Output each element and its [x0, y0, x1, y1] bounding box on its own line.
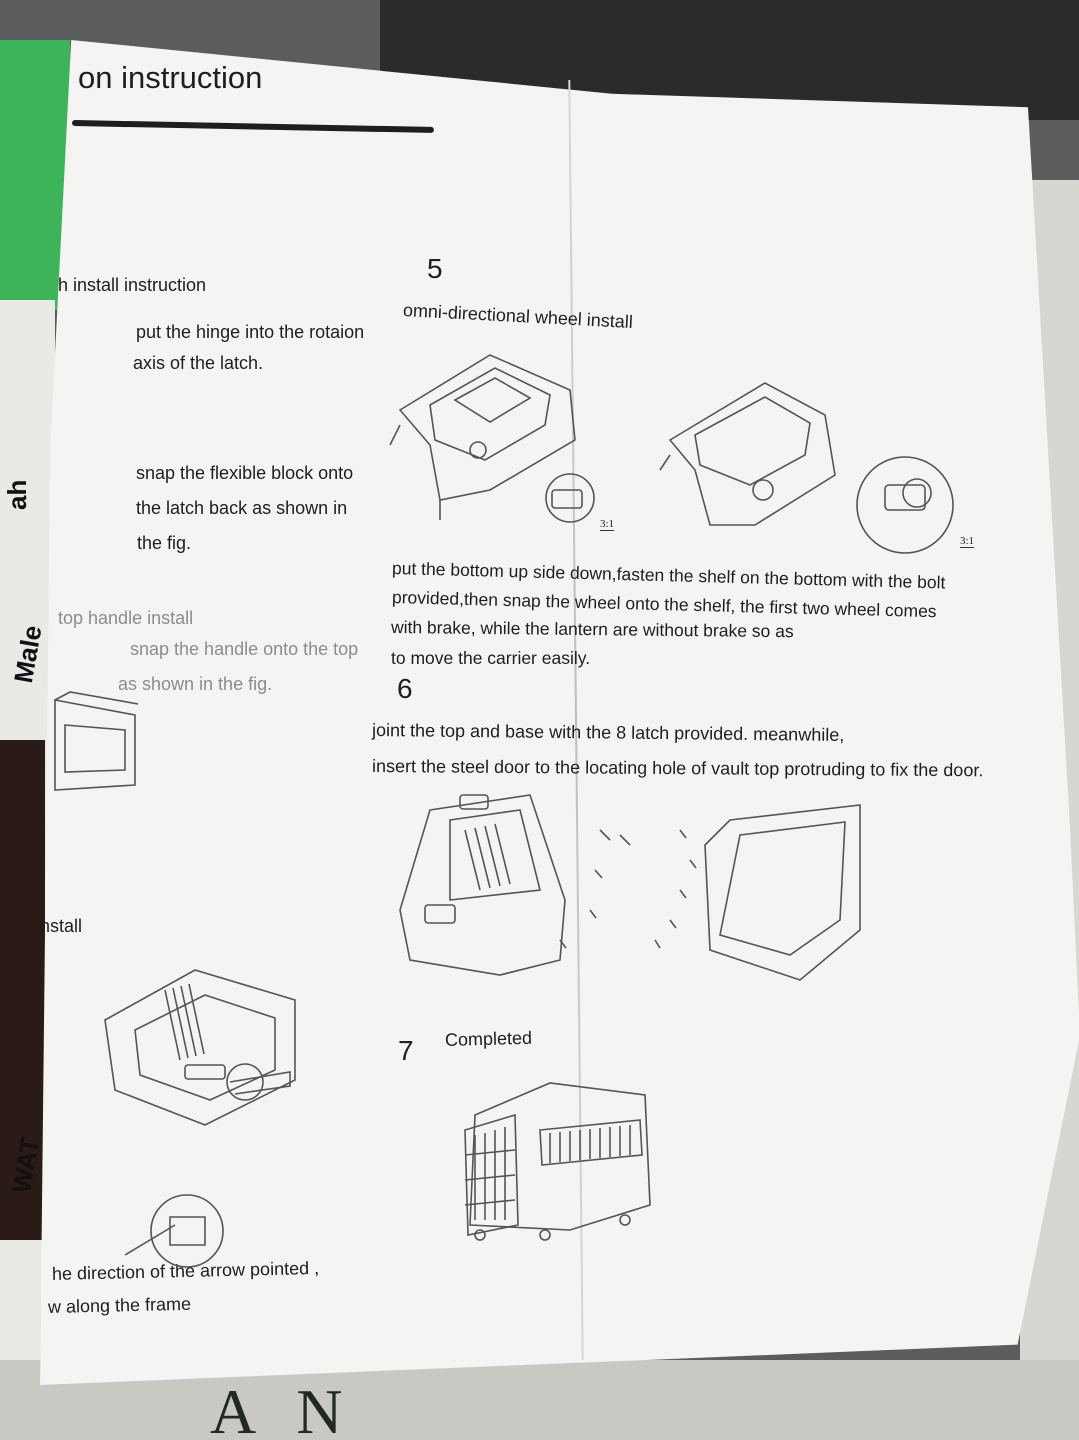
- green-packaging: [0, 40, 70, 310]
- latch-step2-line2: the latch back as shown in: [136, 498, 348, 518]
- latch-step1-line1: put the hinge into the rotaion: [136, 322, 365, 342]
- handle-line2: as shown in the fig.: [118, 674, 273, 694]
- latch-step2-line3: the fig.: [137, 533, 192, 553]
- handle-section-heading: top handle install: [58, 608, 194, 628]
- side-label-ah: ah: [2, 479, 32, 510]
- step6-line2: insert the steel door to the locating ho…: [371, 756, 984, 781]
- step5-para-line4: to move the carrier easily.: [391, 648, 591, 668]
- step6-number: 6: [397, 673, 413, 704]
- handle-line1: snap the handle onto the top: [130, 639, 359, 659]
- completed-carrier-illustration: [464, 1082, 651, 1241]
- latch-step2-line1: snap the flexible block onto: [136, 463, 354, 483]
- handle-box-illustration: [54, 691, 139, 791]
- arrow-note-line2: w along the frame: [47, 1293, 192, 1317]
- hand-shadow: [0, 740, 45, 1240]
- arrow-detail-circle: [124, 1194, 224, 1268]
- latch-section-heading: h install instruction: [58, 275, 207, 295]
- top-and-base-illustration: [399, 794, 861, 981]
- bottom-print: AN: [210, 1376, 383, 1440]
- step5-number: 5: [427, 253, 443, 284]
- install-section-heading: nstall: [40, 916, 83, 936]
- wheel-install-illustration-2: [659, 382, 954, 554]
- latch-step1-line2: axis of the latch.: [133, 353, 264, 373]
- step7-number: 7: [398, 1035, 414, 1066]
- step7-label: Completed: [444, 1027, 533, 1050]
- wheel-install-illustration-1: [389, 354, 595, 523]
- scale-label-1: 3:1: [600, 518, 615, 531]
- sheet-title: on instruction: [78, 60, 263, 95]
- latch-install-illustration: [104, 969, 296, 1126]
- step5-para-line3: with brake, while the lantern are withou…: [390, 617, 794, 642]
- scale-label-2: 3:1: [960, 535, 975, 548]
